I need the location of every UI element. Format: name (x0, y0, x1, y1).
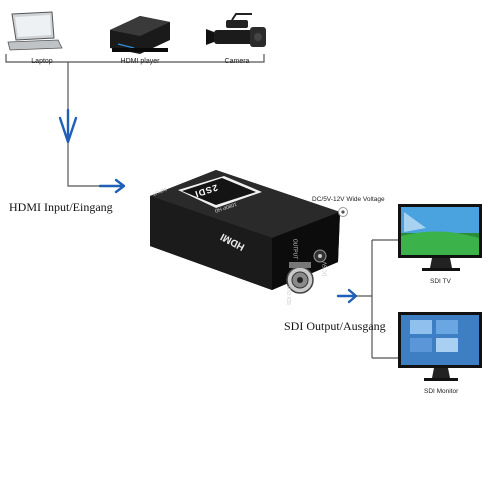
camera-icon (206, 13, 266, 47)
source-down-line (67, 62, 104, 187)
laptop-icon (7, 11, 63, 51)
device-sdi-port-text: SDI OUT (287, 284, 294, 306)
output-arrow-icon (336, 288, 358, 304)
output-bracket-line (356, 239, 398, 359)
sdi-tv-icon (398, 204, 482, 271)
hdmi-player-icon (110, 16, 170, 54)
sdi-monitor-label: SDI Monitor (424, 388, 459, 395)
sdi-monitor-icon (398, 312, 482, 381)
input-arrow-icon (98, 178, 126, 194)
sdi-output-label: SDI Output/Ausgang (284, 319, 386, 333)
sdi-tv-label: SDI TV (430, 278, 451, 285)
converter-box (150, 170, 340, 294)
device-output-port-text: OUTPUT (291, 238, 298, 260)
device-power-port-text: DC 5V (322, 261, 329, 277)
camera-label: Camera (224, 58, 250, 65)
laptop-label: Laptop (31, 58, 53, 65)
hdmi-input-label: HDMI Input/Eingang (9, 200, 113, 214)
hdmi-player-label: HDMI player (120, 58, 160, 65)
down-arrow-icon (58, 108, 78, 144)
source-bracket-line (5, 54, 265, 63)
power-label: DC/5V-12V Wide Voltage (312, 196, 385, 203)
